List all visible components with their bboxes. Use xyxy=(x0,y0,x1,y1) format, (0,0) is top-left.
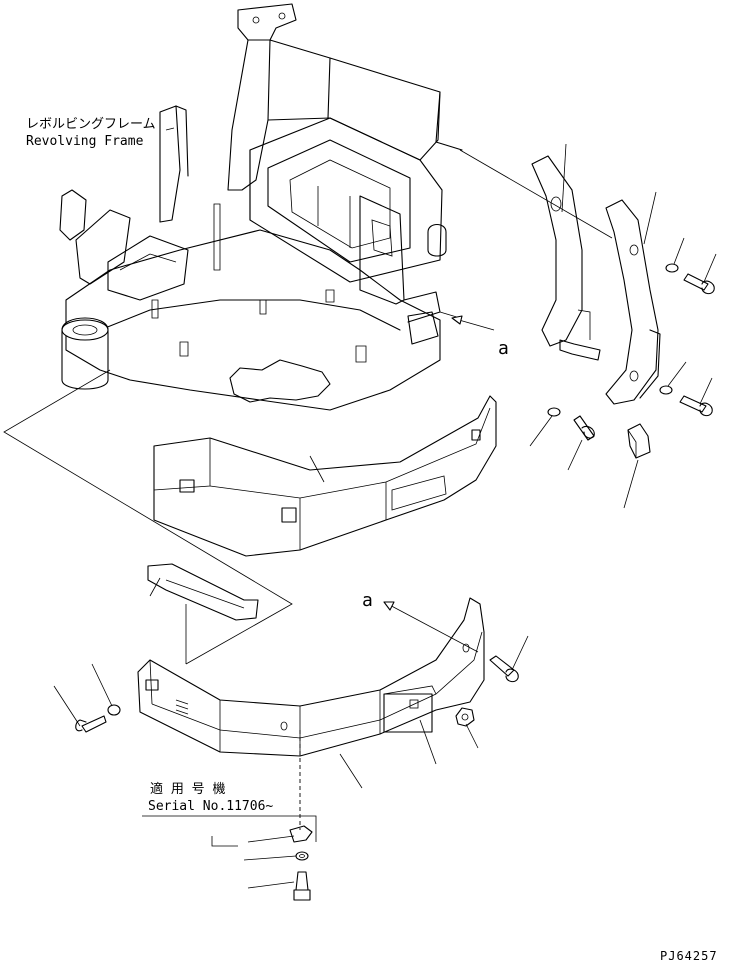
revolving-frame xyxy=(59,3,463,411)
washer-small xyxy=(243,851,309,861)
counterweight-upper xyxy=(153,395,497,557)
bolt-upper-right xyxy=(665,237,717,295)
spacer-block xyxy=(623,423,651,509)
bolt-small xyxy=(247,871,311,901)
clip-part xyxy=(247,825,313,843)
frame-label-jp: レボルビングフレーム xyxy=(26,117,156,132)
drawing-number: PJ64257 xyxy=(660,949,718,962)
counterweight-lower xyxy=(137,597,485,757)
side-cover-left-plate xyxy=(531,155,601,361)
cover-plate-lower xyxy=(147,563,259,621)
bolt-lower-left xyxy=(53,663,121,733)
nut-lower xyxy=(455,707,479,749)
bolt-lower-right xyxy=(659,361,713,417)
bolt-lower-counterweight-right xyxy=(489,635,529,683)
ref-a-upper: a xyxy=(498,338,509,359)
serial-label-en: Serial No.11706~ xyxy=(148,799,273,814)
ref-a-lower: a xyxy=(362,590,373,611)
serial-label-jp: 適 用 号 機 xyxy=(150,781,225,797)
side-cover-right-plate xyxy=(605,199,661,405)
bolt-cover-lower xyxy=(529,407,595,471)
frame-label-en: Revolving Frame xyxy=(26,134,144,149)
